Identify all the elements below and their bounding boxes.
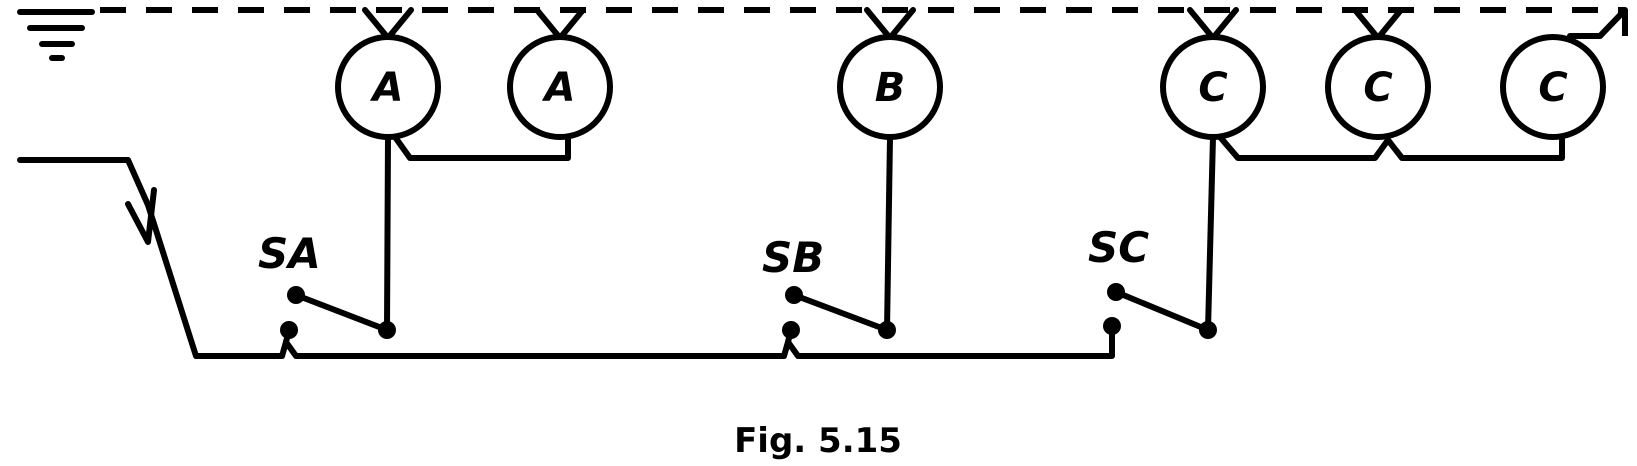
switch-sb-lever [791, 292, 890, 333]
lamp-c1: C [1160, 34, 1266, 140]
supply-arrow [125, 187, 157, 245]
lamp-c2-label: C [1363, 65, 1392, 111]
lamp-a1-label: A [370, 65, 404, 111]
switch-sa-lever [293, 292, 390, 333]
switch-sc-to-lamp [1205, 134, 1216, 333]
ground-symbol [17, 9, 95, 61]
lamp-a1: A [335, 34, 441, 140]
lamp-c1-label: C [1198, 65, 1227, 111]
lamp-c3-circle [1500, 34, 1606, 140]
lamp-c2: C [1325, 34, 1431, 140]
lamp-a2-circle [507, 34, 613, 140]
lamp-connectors [362, 7, 1628, 41]
feeder-line [279, 327, 1115, 359]
lamp-a2-label: A [542, 65, 576, 111]
supply-line [17, 157, 285, 359]
switch-sc-label: SC [1088, 223, 1149, 272]
lamp-b: B [837, 34, 943, 140]
wire-lamp-c-group [1217, 134, 1565, 161]
switch-sa-terminal [280, 321, 298, 339]
figure-caption: Fig. 5.15 [734, 421, 902, 461]
wire-lamp-a-pair [392, 134, 571, 161]
switch-sa-to-lamp [384, 134, 391, 333]
switch-sc-pivot [1107, 283, 1125, 301]
switch-sc-lever [1113, 289, 1211, 333]
switch-sa-pivot [287, 286, 305, 304]
switch-sc-terminal [1103, 317, 1121, 335]
switch-sa: SA [258, 134, 396, 345]
switch-sb-pivot [785, 286, 803, 304]
switch-sb-terminal [782, 321, 800, 339]
switch-sc: SC [1088, 134, 1217, 339]
switch-sa-label: SA [258, 229, 321, 278]
lamp-c3: C [1500, 34, 1606, 140]
switch-sb: SB [762, 134, 896, 345]
switch-sb-contact [878, 321, 896, 339]
switch-sb-label: SB [762, 233, 824, 282]
lamp-c3-label: C [1538, 65, 1567, 111]
lamp-b-label: B [875, 65, 906, 111]
lamp-c2-circle [1325, 34, 1431, 140]
switch-sb-to-lamp [884, 134, 893, 333]
switch-sa-contact [378, 321, 396, 339]
lamp-a2: A [507, 34, 613, 140]
switch-sc-contact [1199, 321, 1217, 339]
